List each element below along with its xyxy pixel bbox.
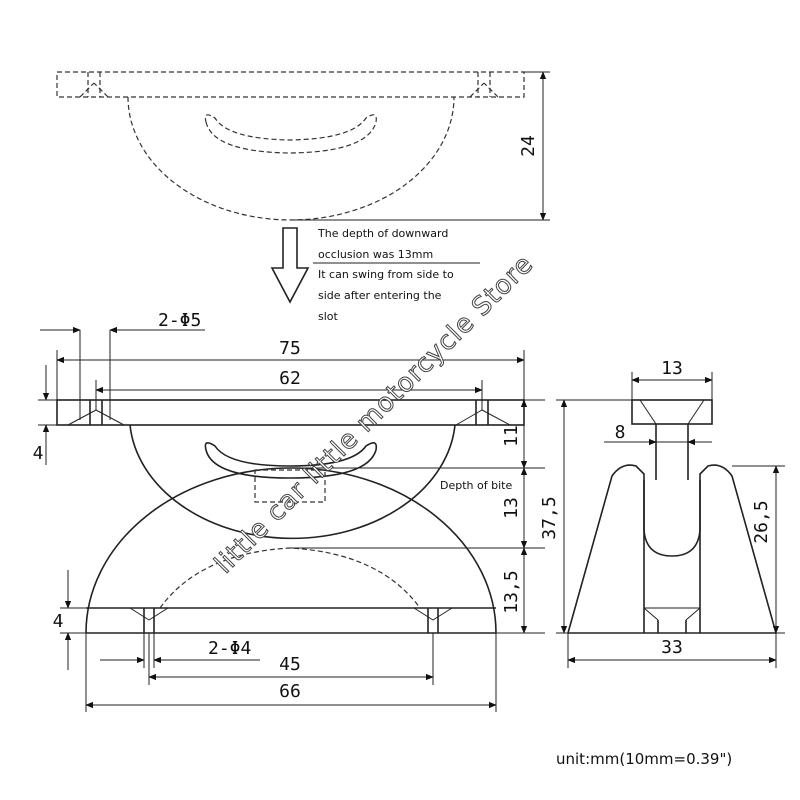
front-dimensions: 2-Φ5 75 62 4 11 13 13,5 Depth of bite xyxy=(33,310,545,712)
note-line-1: The depth of downward xyxy=(317,227,448,240)
dim-4-bottom: 4 xyxy=(53,611,64,632)
side-top-plate xyxy=(631,399,713,425)
side-view xyxy=(567,399,777,634)
upper-plate xyxy=(56,399,525,426)
top-slot xyxy=(204,114,377,154)
dim-4-top: 4 xyxy=(33,443,44,464)
direction-arrow xyxy=(270,227,310,304)
upper-jaw xyxy=(129,424,456,540)
dim-side-13: 13 xyxy=(661,358,683,379)
dim-11: 11 xyxy=(501,425,522,447)
note-line-3: It can swing from side to xyxy=(318,268,454,281)
dim-62: 62 xyxy=(279,368,301,389)
side-right-wall xyxy=(699,464,777,634)
dim-2-phi4: 2-Φ4 xyxy=(208,638,251,659)
dim-8: 8 xyxy=(615,422,626,443)
arrow-note: The depth of downward occlusion was 13mm… xyxy=(313,227,480,323)
dim-75: 75 xyxy=(279,338,301,359)
top-jaw-arc xyxy=(127,96,455,221)
depth-of-bite-label: Depth of bite xyxy=(440,479,512,492)
dim-66: 66 xyxy=(279,681,301,702)
dim-24: 24 xyxy=(518,135,539,157)
dim-26-5: 26,5 xyxy=(751,500,772,543)
top-plate-outline xyxy=(56,71,525,98)
dim-13-5: 13,5 xyxy=(501,570,522,613)
upper-slot xyxy=(204,442,378,479)
dim-2-phi5: 2-Φ5 xyxy=(158,310,201,331)
lower-jaw-inner xyxy=(159,547,421,609)
dim-37-5: 37,5 xyxy=(539,496,560,539)
unit-note: unit:mm(10mm=0.39") xyxy=(556,750,733,768)
side-left-wall xyxy=(567,464,645,634)
note-line-4: side after entering the xyxy=(318,289,442,302)
top-view: 24 xyxy=(56,71,550,221)
dim-13: 13 xyxy=(501,497,522,519)
dim-45: 45 xyxy=(279,654,301,675)
note-line-5: slot xyxy=(318,310,339,323)
side-slot xyxy=(643,480,701,557)
bite-depth-box xyxy=(254,469,326,503)
side-dimensions: 13 8 37,5 26,5 33 xyxy=(539,358,785,668)
dim-33: 33 xyxy=(661,637,683,658)
note-line-2: occlusion was 13mm xyxy=(318,248,433,261)
